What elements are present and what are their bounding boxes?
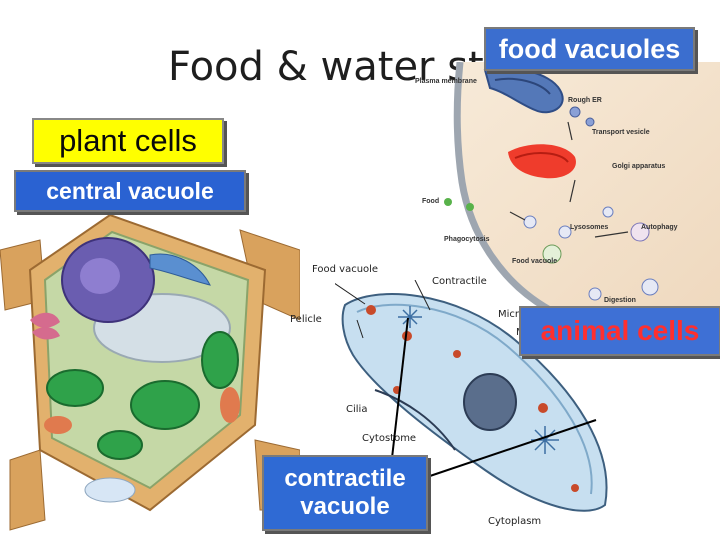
contractile-vacuole-label-line2: vacuole	[300, 493, 390, 520]
animal-cell-diagram	[444, 62, 720, 310]
label-cilia: Cilia	[346, 404, 368, 415]
label-food-vacuole-animal: Food vacuole	[512, 258, 558, 265]
label-plasma-membrane: Plasma membrane	[415, 78, 477, 85]
animal-cells-label: animal cells	[519, 306, 720, 356]
label-food-vacuole: Food vacuole	[312, 264, 379, 275]
label-transport-vesicle: Transport vesicle	[592, 129, 650, 136]
label-contractile: Contractile	[432, 276, 487, 287]
label-digestion: Digestion	[604, 297, 636, 304]
label-autophagy: Autophagy	[641, 224, 678, 231]
contractile-vacuole-label: contractile vacuole	[262, 455, 428, 531]
contractile-vacuole-label-line1: contractile	[284, 465, 406, 492]
central-vacuole-label: central vacuole	[14, 170, 246, 212]
paramecium-diagram	[335, 280, 608, 512]
label-lysosomes: Lysosomes	[570, 224, 609, 231]
label-pelicle: Pelicle	[290, 314, 322, 325]
label-rough-er: Rough ER	[568, 97, 602, 104]
label-cytoplasm: Cytoplasm	[488, 516, 542, 527]
label-cytostome: Cytostome	[362, 433, 417, 444]
plant-cell-diagram	[0, 213, 300, 531]
food-vacuoles-label: food vacuoles	[484, 27, 695, 71]
label-golgi: Golgi apparatus	[612, 163, 666, 170]
label-food: Food	[422, 198, 440, 205]
slide-title: Food & water sto	[168, 44, 509, 90]
plant-cells-label: plant cells	[32, 118, 224, 164]
label-micro: Micro	[498, 309, 525, 320]
label-phagocytosis: Phagocytosis	[444, 236, 490, 243]
